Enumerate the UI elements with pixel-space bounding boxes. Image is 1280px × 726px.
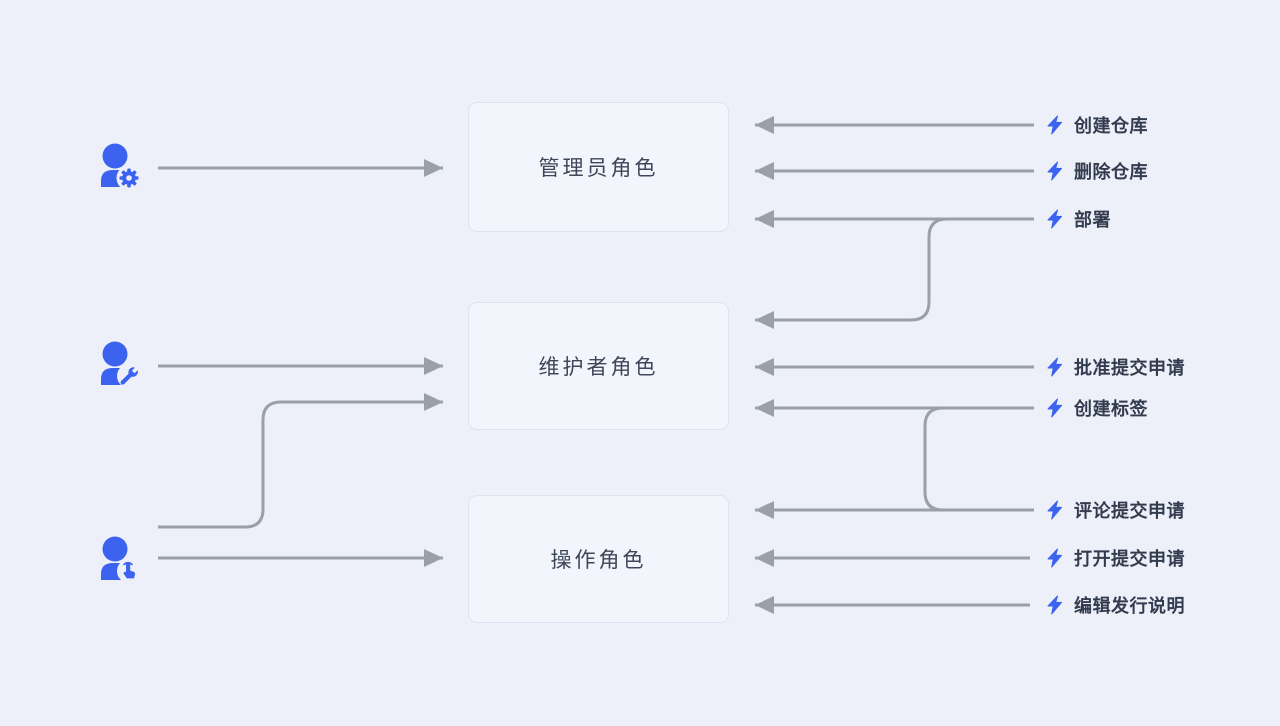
lightning-icon <box>1047 595 1062 615</box>
permission-label: 创建仓库 <box>1074 116 1148 136</box>
permission-delete-repo: 删除仓库 <box>1046 159 1148 183</box>
user-wrench-icon <box>101 341 141 388</box>
permission-edit-release-notes: 编辑发行说明 <box>1046 593 1185 617</box>
lightning-icon <box>1047 115 1062 135</box>
permission-label: 编辑发行说明 <box>1074 596 1185 616</box>
role-box-operator: 操作角色 <box>468 495 729 623</box>
permission-label: 打开提交申请 <box>1074 549 1185 569</box>
permission-deploy: 部署 <box>1046 207 1111 231</box>
permission-label: 部署 <box>1074 210 1111 230</box>
lightning-icon <box>1047 161 1062 181</box>
role-label-operator: 操作角色 <box>550 549 647 572</box>
permission-label: 删除仓库 <box>1074 162 1148 182</box>
permission-open-pr: 打开提交申请 <box>1046 546 1185 570</box>
lightning-icon <box>1047 357 1062 377</box>
permission-label: 评论提交申请 <box>1074 501 1185 521</box>
permission-approve-pr: 批准提交申请 <box>1046 355 1185 379</box>
role-label-admin: 管理员角色 <box>538 157 659 180</box>
lightning-icon <box>1047 209 1062 229</box>
lightning-icon <box>1047 398 1062 418</box>
gear-icon <box>119 168 139 188</box>
tap-hand-icon <box>123 561 136 579</box>
arrow-operator-user-to-maintainer-role <box>158 393 443 529</box>
permission-label: 批准提交申请 <box>1074 358 1185 378</box>
user-gear-icon <box>101 143 142 191</box>
permission-create-tag: 创建标签 <box>1046 396 1148 420</box>
permission-create-repo: 创建仓库 <box>1046 113 1148 137</box>
lightning-icon <box>1047 548 1062 568</box>
role-box-maintainer: 维护者角色 <box>468 302 729 430</box>
bridge-comment-pr-to-maintainer-line <box>923 406 944 512</box>
role-box-admin: 管理员角色 <box>468 102 729 232</box>
user-tap-icon <box>101 536 141 583</box>
wrench-icon <box>120 367 138 385</box>
permission-label: 创建标签 <box>1074 399 1148 419</box>
permission-comment-pr: 评论提交申请 <box>1046 498 1185 522</box>
lightning-icon <box>1047 500 1062 520</box>
arrow-deploy-branch-to-maintainer-role <box>755 217 948 329</box>
role-label-maintainer: 维护者角色 <box>538 356 659 379</box>
